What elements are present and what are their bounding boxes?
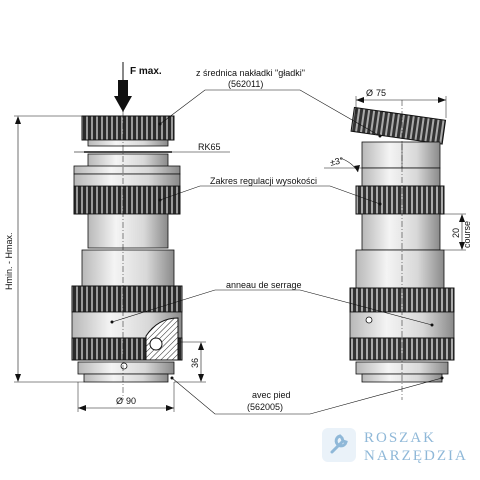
hmin-hmax-label: Hmin. - Hmax. xyxy=(4,232,14,290)
leader-lines xyxy=(111,89,443,415)
top-cap-left xyxy=(81,115,175,141)
angle-label: ±3° xyxy=(329,155,345,168)
wrench-icon xyxy=(330,434,348,454)
height-ring-right xyxy=(355,185,445,215)
stroke-dimension xyxy=(444,213,466,251)
force-arrow-icon xyxy=(114,80,132,112)
dimension-36-label: 36 xyxy=(190,358,200,368)
height-range-label: Zakres regulacji wysokości xyxy=(210,176,317,186)
foot-label: avec pied xyxy=(252,390,291,400)
diameter-90-dimension xyxy=(77,382,175,412)
brand-logo: ROSZAK NARZĘDZIA xyxy=(322,428,468,464)
foot-part-number: (562005) xyxy=(247,402,283,412)
angle-marker xyxy=(324,157,362,173)
height-dimension xyxy=(14,115,84,383)
cap-diameter-label: z średnica nakładki "gładki" xyxy=(196,68,305,78)
right-support-view xyxy=(349,100,455,400)
top-cap-right xyxy=(350,106,447,145)
rk65-label: RK65 xyxy=(198,142,221,152)
diameter-75-dimension xyxy=(355,96,447,118)
left-support-view xyxy=(71,62,183,400)
diameter-symbol-90: Ø xyxy=(116,396,123,406)
diameter-75-label: 75 xyxy=(376,88,386,98)
clamp-ring-label: anneau de serrage xyxy=(226,280,302,290)
course-label: course xyxy=(462,221,472,248)
height-ring-left xyxy=(73,185,181,215)
logo-line-1: ROSZAK xyxy=(364,430,436,446)
diameter-symbol: Ø xyxy=(366,88,373,98)
diameter-90-label: 90 xyxy=(126,396,136,406)
stroke-label: 20 xyxy=(451,228,461,238)
dimension-36 xyxy=(174,341,206,383)
logo-line-2: NARZĘDZIA xyxy=(364,448,468,464)
force-label: F max. xyxy=(130,66,162,77)
clamp-ring-left xyxy=(71,285,183,313)
cap-part-number: (562011) xyxy=(228,79,263,89)
